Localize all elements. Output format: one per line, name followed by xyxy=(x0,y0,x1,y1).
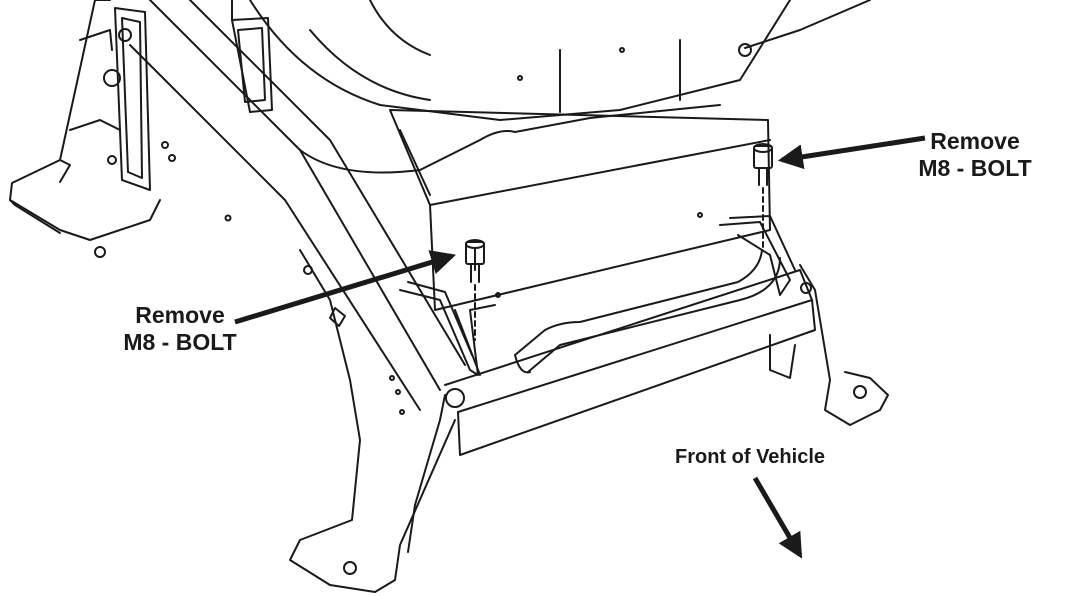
left-callout-line1: Remove xyxy=(135,302,225,328)
right-m8-bolt xyxy=(753,143,773,249)
seat-cushion xyxy=(249,0,791,121)
right-callout-line2: M8 - BOLT xyxy=(918,155,1032,181)
front-handle-bar xyxy=(514,249,781,374)
right-callout-line1: Remove xyxy=(930,128,1020,154)
seat-base-box xyxy=(389,109,771,311)
right-bolt-pointer-arrow xyxy=(777,135,926,170)
left-bolt-callout: Remove M8 - BOLT xyxy=(80,302,280,356)
left-slotted-rail xyxy=(103,7,151,191)
right-bolt-callout: Remove M8 - BOLT xyxy=(890,128,1060,182)
front-of-vehicle-label: Front of Vehicle xyxy=(640,444,860,471)
left-bolt-pointer-arrow xyxy=(234,250,456,325)
left-mounting-bracket xyxy=(399,281,496,376)
right-frame-leg xyxy=(769,264,889,426)
right-mounting-bracket xyxy=(719,215,796,296)
front-of-vehicle-text: Front of Vehicle xyxy=(674,446,826,468)
front-frame-leg xyxy=(289,249,456,593)
front-direction-arrow xyxy=(752,476,803,559)
seat-wire xyxy=(299,0,871,174)
front-crossbar xyxy=(444,269,816,456)
left-frame-leg xyxy=(9,0,161,258)
left-callout-line2: M8 - BOLT xyxy=(123,329,237,355)
seat-latch xyxy=(231,0,273,113)
left-m8-bolt xyxy=(465,239,485,341)
